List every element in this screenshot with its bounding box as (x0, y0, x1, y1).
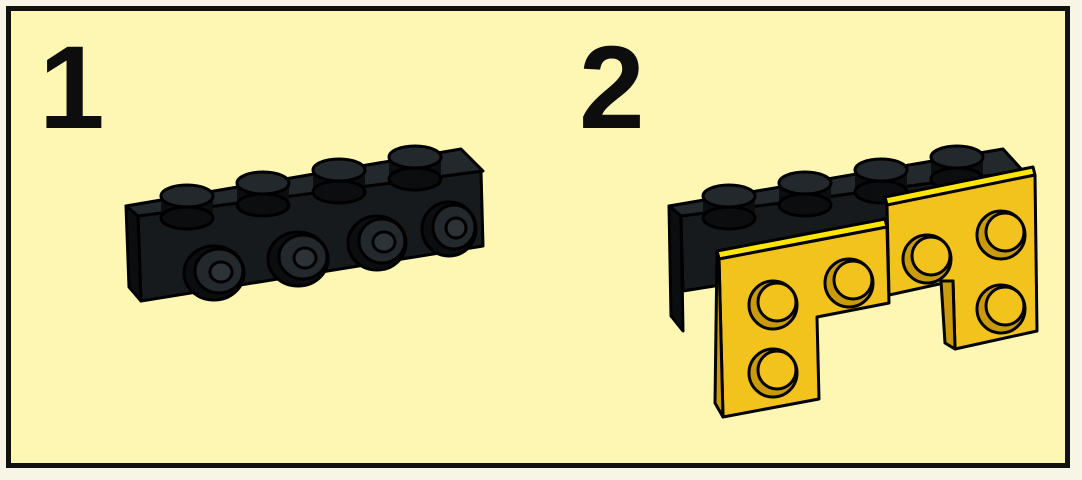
brick-end-face (124, 204, 143, 303)
plate-stud (823, 257, 875, 309)
top-stud (777, 170, 833, 218)
top-stud (159, 183, 215, 231)
top-stud (387, 144, 443, 192)
brick-top-studs (701, 144, 985, 231)
step-number-1: 1 (39, 22, 105, 154)
side-stud (182, 244, 246, 302)
top-stud (235, 170, 291, 218)
side-stud (266, 230, 330, 288)
plate-stud (975, 283, 1027, 335)
step-number-2: 2 (579, 22, 645, 154)
step-1-black-brick-with-side-studs (124, 144, 485, 303)
step-2-assembled-brick-with-yellow-plates (667, 144, 1039, 419)
brick-end-face (667, 204, 685, 333)
plate-stud (747, 279, 799, 331)
side-stud (346, 214, 408, 272)
plate-studs (747, 209, 1027, 399)
plate-side (713, 249, 725, 419)
brick-side-studs (182, 200, 478, 302)
top-stud (701, 183, 757, 231)
instruction-panel: 1 2 (6, 6, 1070, 468)
top-stud (311, 157, 367, 205)
plate-stud (975, 209, 1027, 261)
plate-stud (901, 233, 953, 285)
brick-top-studs (159, 144, 443, 231)
instruction-artwork (11, 11, 1065, 463)
plate-inner-side (939, 279, 957, 351)
plate-stud (747, 347, 799, 399)
side-stud (420, 200, 478, 258)
